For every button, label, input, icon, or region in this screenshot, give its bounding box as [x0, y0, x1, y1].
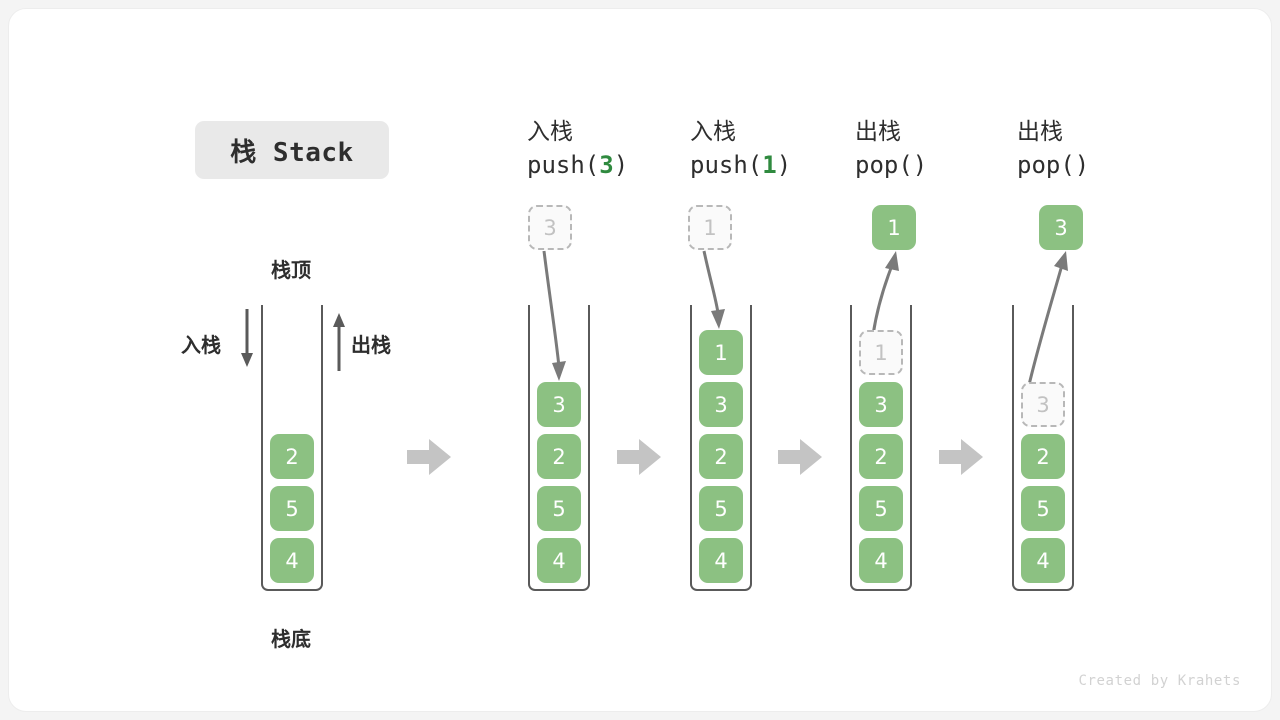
stack-cell: 3	[859, 382, 903, 427]
stack-cell: 5	[537, 486, 581, 531]
page-title: 栈 Stack	[195, 121, 389, 179]
heading-cn: 入栈	[690, 119, 736, 145]
popped-cell: 3	[1039, 205, 1083, 250]
pop-direction-arrow-icon	[333, 313, 345, 371]
incoming-cell-ghost: 1	[688, 205, 732, 250]
transition-arrow-icon	[617, 439, 661, 475]
column-heading-pop-1: 出栈 pop()	[855, 117, 1035, 182]
heading-code: push(1)	[690, 150, 792, 179]
stack-cell: 4	[1021, 538, 1065, 583]
popped-cell: 1	[872, 205, 916, 250]
stack-cell: 5	[859, 486, 903, 531]
outgoing-cell-ghost: 1	[859, 330, 903, 375]
stack-cell: 2	[699, 434, 743, 479]
pop-flow-arrow-icon	[871, 251, 899, 336]
stack-cell: 4	[270, 538, 314, 583]
stack-cell: 2	[1021, 434, 1065, 479]
heading-code: pop()	[855, 150, 928, 179]
outgoing-cell-ghost: 3	[1021, 382, 1065, 427]
stack-bottom-label: 栈底	[271, 627, 311, 651]
column-heading-push-1: 入栈 push(1)	[690, 117, 870, 182]
stack-top-label: 栈顶	[271, 258, 311, 282]
stack-container-push-3	[528, 305, 590, 591]
push-flow-arrow-icon	[542, 250, 566, 381]
stack-cell: 5	[270, 486, 314, 531]
push-flow-arrow-icon	[702, 250, 725, 329]
stack-container-initial	[261, 305, 323, 591]
stack-cell: 4	[859, 538, 903, 583]
stack-cell: 1	[699, 330, 743, 375]
stack-cell: 3	[699, 382, 743, 427]
stack-cell: 4	[537, 538, 581, 583]
column-heading-push-3: 入栈 push(3)	[527, 117, 707, 182]
stack-cell: 5	[1021, 486, 1065, 531]
transition-arrow-icon	[407, 439, 451, 475]
stack-cell: 4	[699, 538, 743, 583]
stack-cell: 3	[537, 382, 581, 427]
stack-container-pop-3	[1012, 305, 1074, 591]
heading-cn: 出栈	[1017, 119, 1063, 145]
pop-direction-label: 出栈	[351, 333, 391, 357]
diagram-card: 栈 Stack 栈顶 入栈 出栈 2 5 4 栈底 入栈 push(3) 3 3…	[8, 8, 1272, 712]
heading-code: push(3)	[527, 150, 629, 179]
heading-cn: 出栈	[855, 119, 901, 145]
transition-arrow-icon	[778, 439, 822, 475]
push-direction-label: 入栈	[181, 333, 221, 357]
stack-cell: 2	[859, 434, 903, 479]
push-direction-arrow-icon	[241, 309, 253, 367]
heading-cn: 入栈	[527, 119, 573, 145]
heading-code: pop()	[1017, 150, 1090, 179]
incoming-cell-ghost: 3	[528, 205, 572, 250]
credit-footer: Created by Krahets	[1078, 673, 1241, 689]
pop-flow-arrow-icon	[1027, 251, 1068, 386]
stack-container-pop-1	[850, 305, 912, 591]
stack-cell: 2	[537, 434, 581, 479]
stack-cell: 2	[270, 434, 314, 479]
column-heading-pop-3: 出栈 pop()	[1017, 117, 1197, 182]
transition-arrow-icon	[939, 439, 983, 475]
stack-container-push-1	[690, 305, 752, 591]
stack-cell: 5	[699, 486, 743, 531]
